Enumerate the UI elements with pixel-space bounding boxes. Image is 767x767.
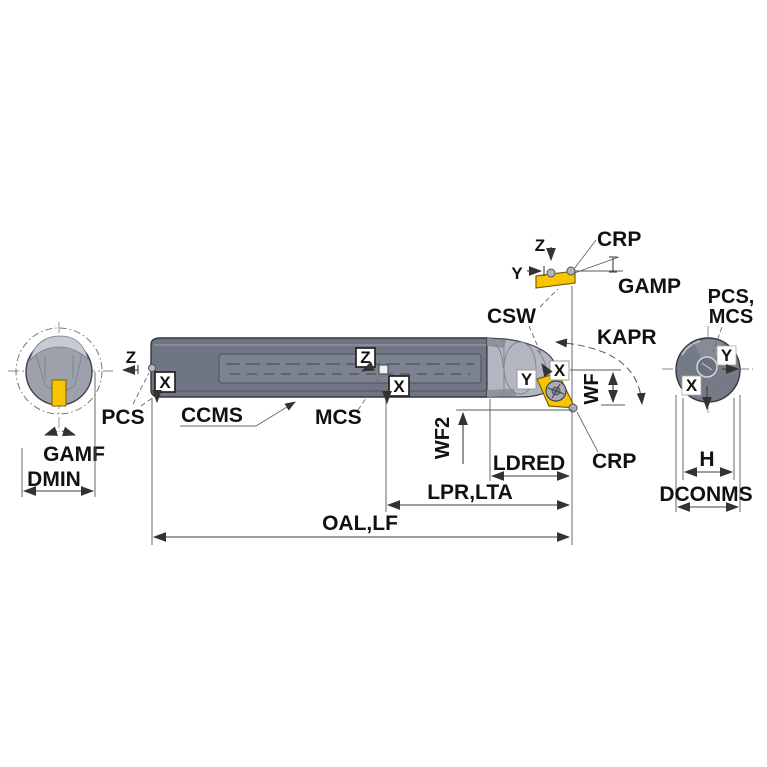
- ldred-label: LDRED: [493, 452, 565, 475]
- head-collar-top: [487, 338, 506, 348]
- axis-x-head: X: [554, 361, 566, 380]
- csw-label: CSW: [487, 305, 536, 328]
- gamf-arrow-left: [43, 426, 59, 436]
- insert-top-view: Z Y CRP GAMP: [511, 228, 681, 298]
- crp-bottom-label: CRP: [592, 450, 636, 473]
- axis-z-left-end: Z: [126, 348, 136, 367]
- head-facet: [29, 335, 89, 362]
- pcs-mcs-leader: [712, 326, 723, 353]
- axis-y-shank: Y: [721, 346, 733, 365]
- mcs-label: MCS: [315, 406, 362, 429]
- ccms-label: CCMS: [181, 404, 243, 427]
- h-label: H: [699, 448, 714, 471]
- head-collar-bottom: [487, 389, 516, 397]
- axis-z-mid: Z: [360, 348, 370, 367]
- min-bore-circle: [15, 327, 103, 415]
- axis-y-head: Y: [521, 370, 533, 389]
- z-axis-arrow-mid: [360, 361, 376, 372]
- end-view-dmin: GAMF DMIN: [8, 322, 113, 497]
- gamf-arrow-right: [61, 426, 77, 437]
- shank-highlight-arc: [681, 339, 701, 356]
- reference-lines: [151, 286, 573, 545]
- axis-x-box-mid: [388, 375, 410, 397]
- axis-x-left-end: X: [159, 373, 171, 392]
- pcs-mcs-label-line1: PCS,: [708, 286, 755, 308]
- axis-x-mid: X: [393, 377, 405, 396]
- insert-top-view-shape: [535, 270, 576, 289]
- dmin-label: DMIN: [27, 468, 81, 491]
- cutting-geometry: CSW KAPR X Y: [487, 288, 657, 405]
- bar-inner-flat: [218, 353, 482, 384]
- axis-x-box-shank: [681, 375, 702, 396]
- pcs-leader-2: [140, 393, 159, 407]
- pcs-label: PCS: [101, 406, 144, 429]
- crp-point-front: [566, 266, 576, 276]
- dconms-label: DCONMS: [659, 483, 752, 506]
- insert-end-view: [51, 379, 67, 407]
- pcs-mcs-label-line2: MCS: [709, 306, 753, 328]
- kapr-label: KAPR: [597, 326, 657, 349]
- crp-point-rear: [546, 268, 556, 278]
- pcs-markers: Z X PCS: [101, 348, 176, 429]
- wf2-label: WF2: [432, 417, 454, 459]
- ccms-leader: [180, 401, 296, 427]
- ccms-mcs: CCMS MCS Z X: [180, 347, 410, 429]
- mcs-origin-square: [378, 364, 389, 375]
- axis-x-box-left: [154, 371, 176, 393]
- crp-bottom-leader: [576, 411, 599, 453]
- mcs-leader: [357, 375, 382, 411]
- lpr-lta-label: LPR,LTA: [427, 481, 513, 504]
- x-axis-arrow-head: [541, 363, 553, 377]
- kapr-angle-arc: [555, 338, 646, 405]
- crp-top-leader: [573, 239, 597, 270]
- corner-radius-point: [568, 403, 578, 413]
- wf-dimensions: WF WF2: [432, 369, 625, 464]
- csw-leader-up: [539, 288, 559, 308]
- shank-end-view: Y X PCS, MCS H DCONMS: [659, 286, 754, 512]
- gamf-label: GAMF: [43, 443, 105, 466]
- gamp-label: GAMP: [618, 275, 681, 298]
- axis-z-top-view: Z: [535, 236, 545, 255]
- length-dimensions: LDRED LPR,LTA OAL,LF CRP: [152, 411, 636, 542]
- shank-facet: [694, 339, 724, 370]
- pcs-leader-1: [132, 372, 150, 405]
- wf-label: WF: [581, 373, 603, 404]
- center-hole-mark: [701, 362, 713, 371]
- pcs-origin-point: [148, 364, 156, 372]
- axis-y-top-view: Y: [511, 264, 523, 283]
- oal-lf-label: OAL,LF: [322, 512, 398, 535]
- axis-y-box-head: [516, 369, 537, 390]
- csw-leader-down: [528, 325, 542, 355]
- axis-x-shank: X: [686, 376, 698, 395]
- crp-top-label: CRP: [597, 228, 641, 251]
